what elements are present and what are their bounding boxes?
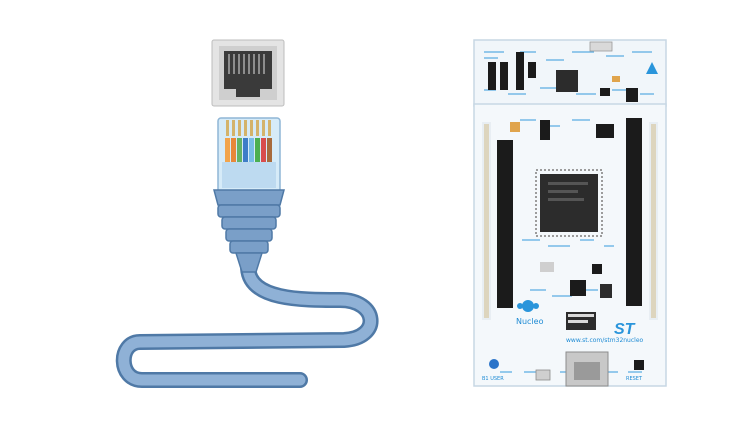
reset-button-label: RESET: [626, 376, 643, 382]
brand-logo: ST: [614, 321, 636, 338]
nucleo-logo: Nucleo: [516, 300, 544, 326]
ethernet-plug-icon: [213, 117, 285, 273]
st-logo: ST: [614, 321, 636, 338]
user-button-label: B1 USER: [482, 376, 504, 382]
product-name: Nucleo: [516, 317, 544, 326]
rj45-socket-icon: [211, 39, 285, 107]
nucleo-board-icon: Nucleo ST www.st.com/stm32nucleo B1 USER…: [473, 39, 667, 387]
url-text: www.st.com/stm32nucleo: [566, 337, 644, 344]
cable-wire: [115, 260, 379, 388]
